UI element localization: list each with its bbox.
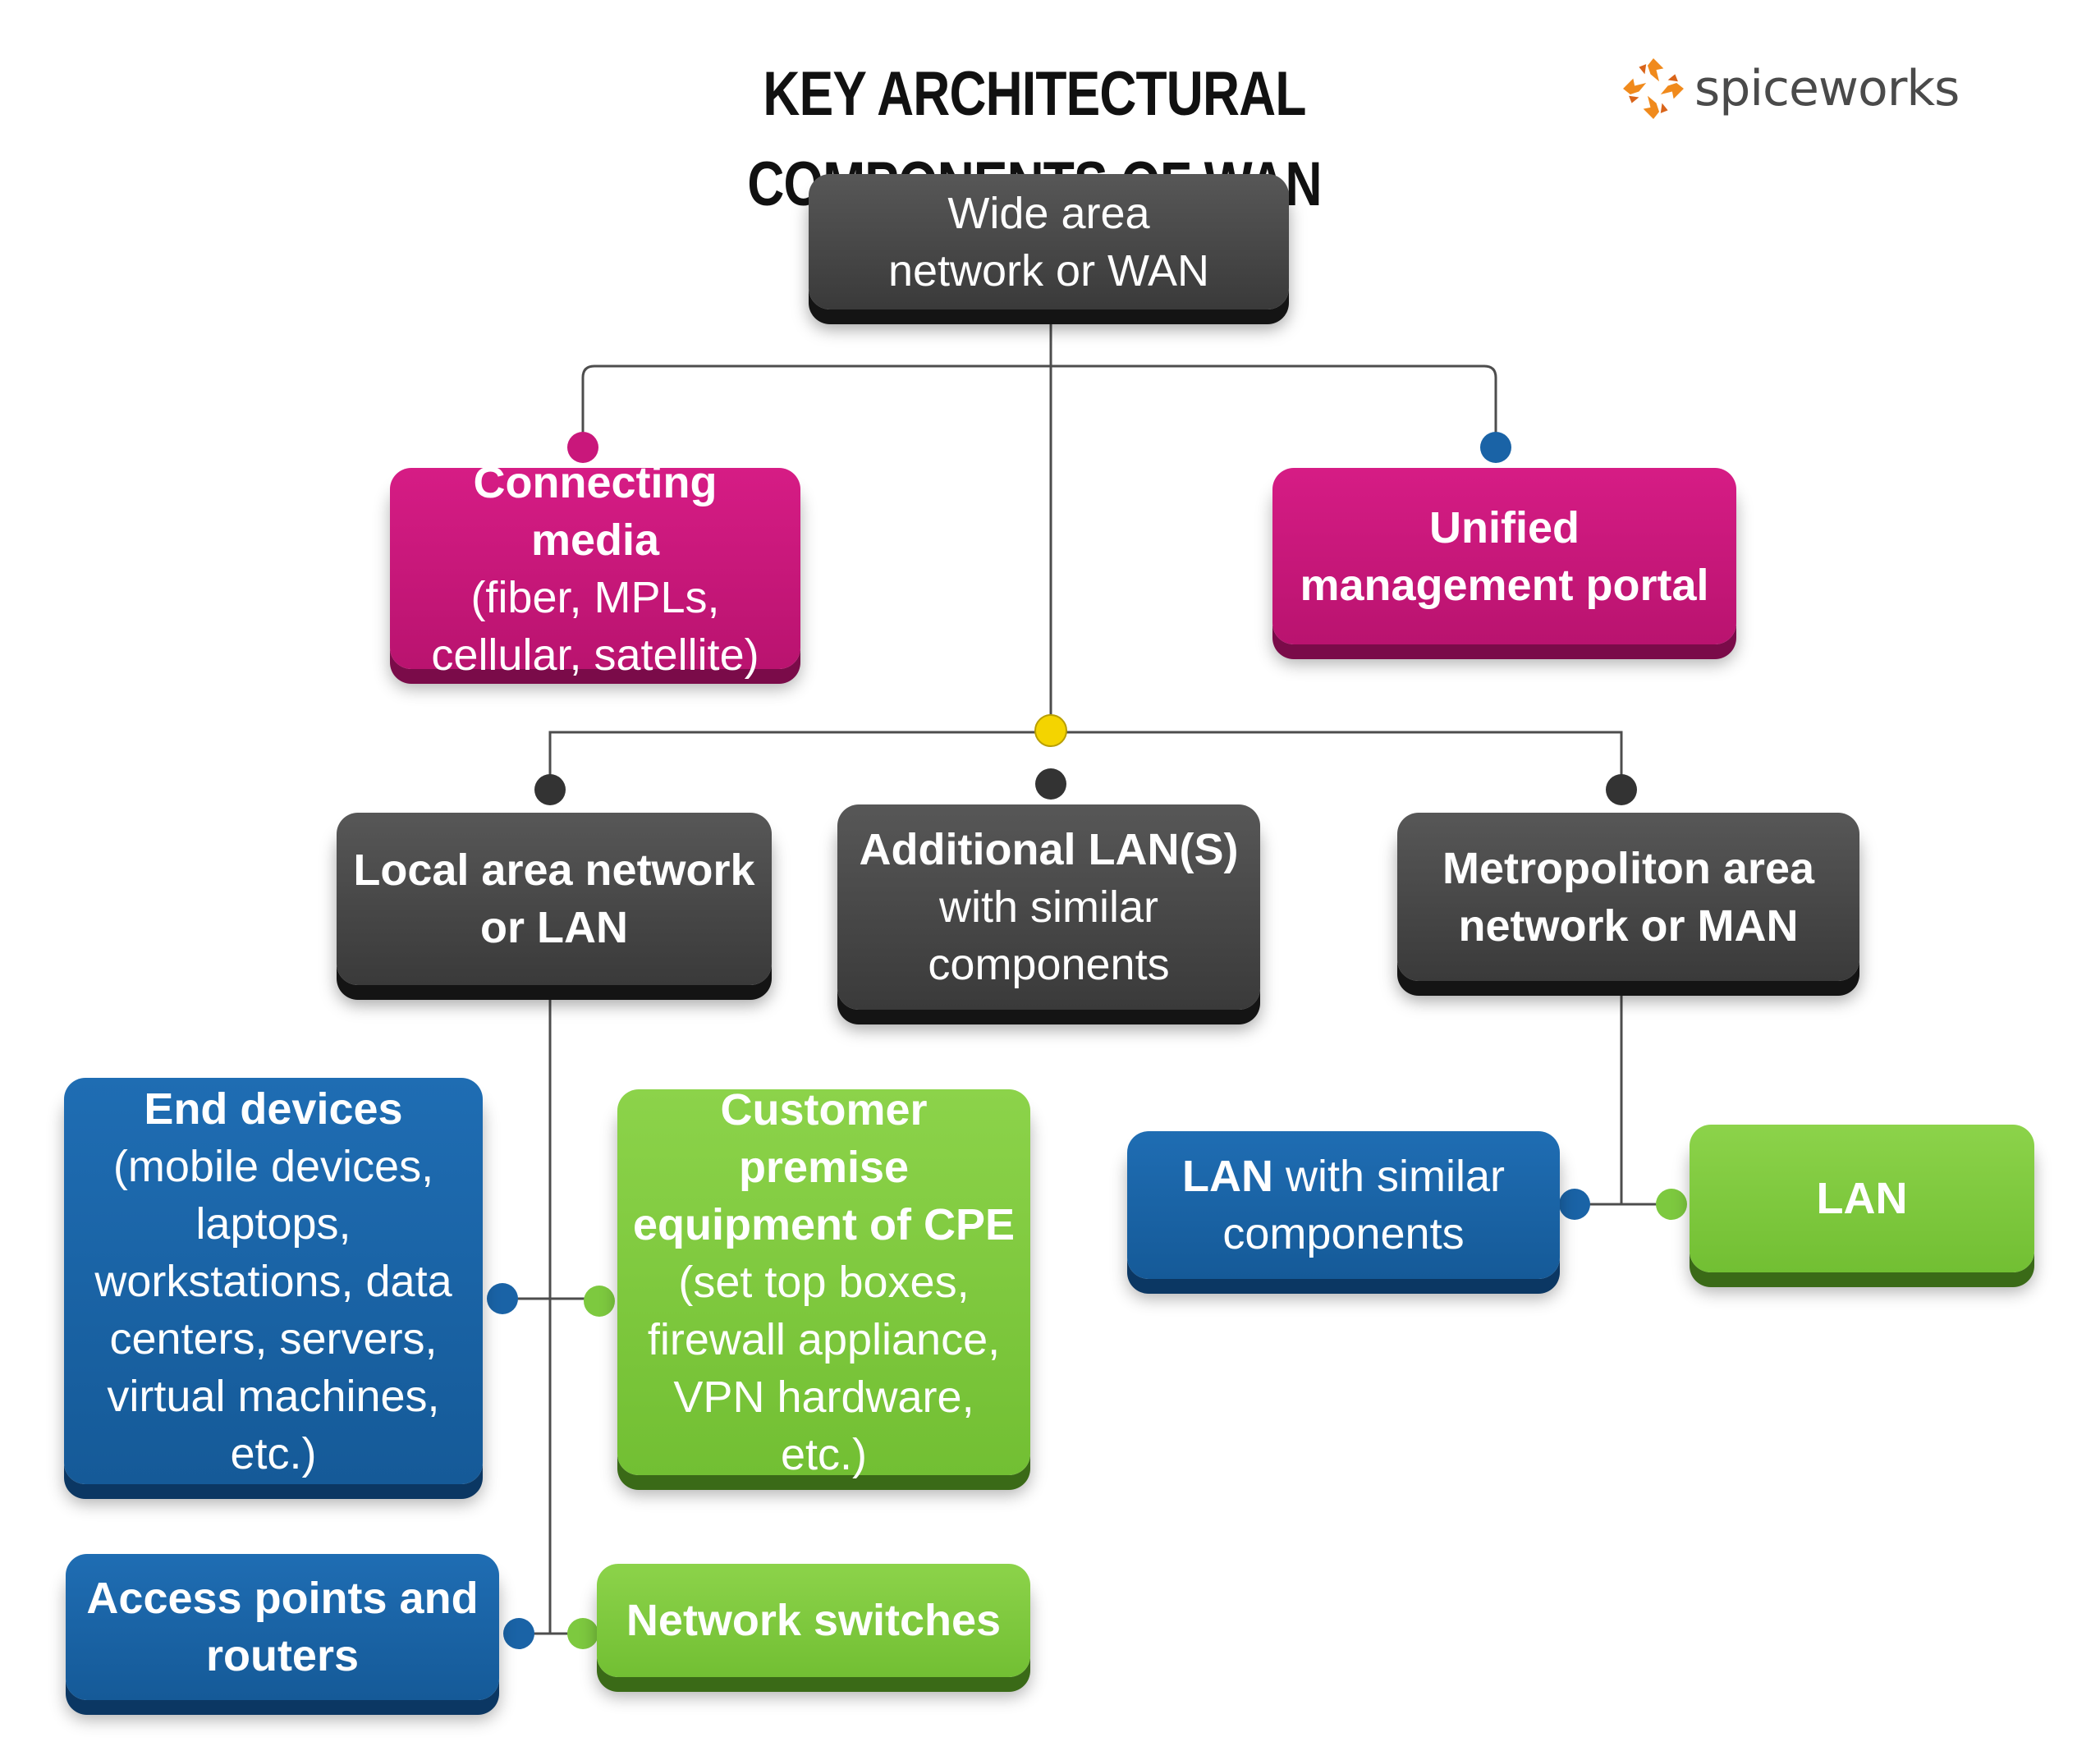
lan-similar-dot — [1559, 1189, 1590, 1220]
cpe-dot — [584, 1286, 615, 1317]
junction-dot — [1034, 714, 1067, 747]
end-devices-detail: (mobile devices, laptops, workstations, … — [94, 1141, 452, 1478]
cpe-node: Customer premise equipment of CPE (set t… — [617, 1085, 1030, 1479]
additional-lan-detail: with similar components — [928, 882, 1170, 989]
lan-green-node: LAN — [1690, 1125, 2034, 1272]
connecting-media-dot — [567, 432, 598, 463]
access-points-dot — [503, 1618, 534, 1649]
end-devices-node: End devices (mobile devices, laptops, wo… — [64, 1078, 483, 1484]
cpe-title: Customer premise equipment of CPE — [632, 1085, 1015, 1249]
lower-branch-line — [548, 731, 1623, 788]
additional-lan-title: Additional LAN(S) — [859, 825, 1239, 874]
lan-green-dot — [1656, 1189, 1687, 1220]
man-dot — [1606, 774, 1637, 805]
upper-branch-line — [581, 364, 1497, 447]
spiceworks-logo[interactable]: spiceworks — [1617, 48, 1960, 130]
additional-lan-dot — [1035, 768, 1066, 800]
access-points-label: Access points and routers — [86, 1574, 479, 1680]
wan-label: Wide area network or WAN — [887, 188, 1210, 296]
lan-similar-title: LAN — [1181, 1152, 1273, 1201]
access-points-node: Access points and routers — [66, 1554, 499, 1700]
lan-similar-node: LAN with similar components — [1127, 1131, 1560, 1279]
spiceworks-swirl-icon — [1623, 58, 1684, 119]
man-label: Metropoliton area network or MAN — [1442, 843, 1815, 951]
unified-portal-node: Unified management portal — [1272, 468, 1736, 644]
lan-dot — [534, 774, 566, 805]
lan-similar-detail: with similar components — [1222, 1152, 1505, 1258]
unified-portal-label: Unified management portal — [1300, 502, 1709, 610]
lan-green-label: LAN — [1816, 1174, 1908, 1223]
end-devices-title: End devices — [144, 1084, 403, 1134]
network-switches-dot — [567, 1618, 598, 1649]
lan-label: Local area network or LAN — [353, 846, 755, 952]
connecting-media-node: Connecting media (fiber, MPLs, cellular,… — [390, 458, 800, 680]
cpe-detail: (set top boxes, firewall appliance, VPN … — [647, 1258, 1001, 1479]
end-devices-dot — [487, 1283, 518, 1314]
connecting-media-title: Connecting media — [473, 457, 718, 565]
network-switches-node: Network switches — [597, 1564, 1030, 1677]
connecting-media-detail: (fiber, MPLs, cellular, satellite) — [431, 572, 759, 680]
additional-lan-node: Additional LAN(S) with similar component… — [837, 804, 1260, 1010]
wan-node: Wide area network or WAN — [809, 174, 1289, 309]
man-node: Metropoliton area network or MAN — [1397, 813, 1859, 981]
unified-portal-dot — [1480, 432, 1511, 463]
lan-node: Local area network or LAN — [337, 813, 772, 985]
network-switches-label: Network switches — [626, 1596, 1002, 1645]
logo-text: spiceworks — [1694, 60, 1960, 117]
